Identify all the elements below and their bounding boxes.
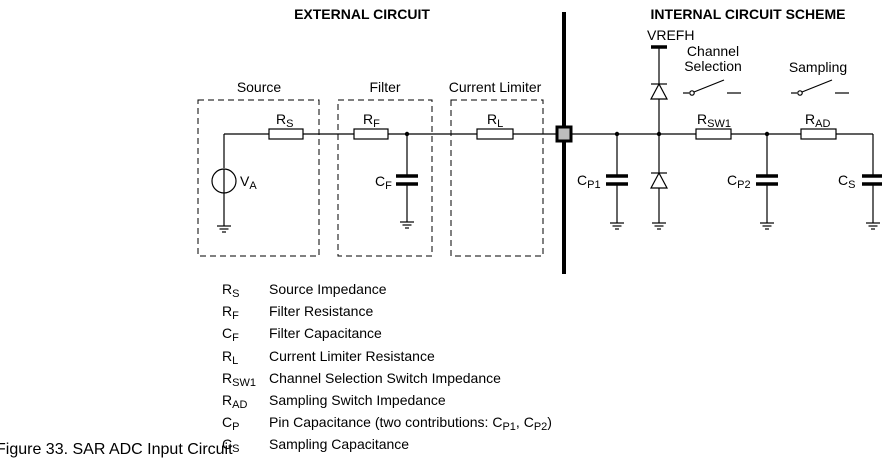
legend-description: Channel Selection Switch Impedance [269, 369, 501, 386]
current-limiter-box [450, 99, 544, 257]
cp1-ground-icon [609, 222, 625, 230]
rsw1-label: RSW1 [697, 111, 731, 130]
legend-row-cf: CF Filter Capacitance [222, 325, 552, 347]
va-voltage-source [211, 134, 237, 226]
legend-symbol: RSW1 [222, 369, 256, 389]
cp2-ground-icon [759, 222, 775, 230]
filter-box [337, 99, 433, 257]
rl-resistor [476, 128, 514, 140]
rs-label: RS [276, 111, 293, 130]
va-label: VA [240, 173, 257, 192]
channel-selection-label-line1: Channel [687, 43, 739, 59]
va-ground-icon [216, 225, 232, 233]
channel-selection-switch-icon [683, 79, 741, 96]
legend: RS Source Impedance RF Filter Resistance… [222, 281, 552, 459]
rf-label: RF [363, 111, 380, 130]
channel-selection-label-line2: Selection [684, 58, 742, 74]
legend-description: Current Limiter Resistance [269, 347, 435, 364]
external-circuit-header: EXTERNAL CIRCUIT [294, 6, 430, 22]
legend-description: Sampling Switch Impedance [269, 392, 446, 409]
legend-symbol: CS [222, 436, 240, 456]
legend-description: Filter Resistance [269, 303, 374, 320]
vrefh-label: VREFH [647, 27, 694, 43]
rad-resistor [800, 128, 837, 140]
legend-symbol: RF [222, 303, 239, 323]
legend-row-cs: CS Sampling Capacitance [222, 436, 552, 458]
figure-caption: Figure 33. SAR ADC Input Circuit [0, 441, 233, 458]
cp1-label: CP1 [577, 172, 601, 191]
cf-capacitor [396, 134, 418, 222]
diode-clamp [650, 45, 668, 223]
rsw1-resistor [695, 128, 732, 140]
legend-row-rad: RAD Sampling Switch Impedance [222, 392, 552, 414]
legend-symbol: CP [222, 414, 240, 434]
rl-label: RL [487, 111, 503, 130]
legend-description: Source Impedance [269, 281, 387, 297]
legend-symbol: RAD [222, 392, 248, 412]
legend-description: Sampling Capacitance [269, 436, 410, 453]
diode-ground-icon [651, 222, 667, 230]
legend-symbol: RS [222, 281, 240, 300]
cf-label: CF [375, 173, 392, 192]
rs-resistor [268, 128, 304, 140]
cs-ground-icon [865, 222, 881, 230]
rad-label: RAD [805, 111, 830, 130]
source-box [197, 99, 320, 257]
cf-ground-icon [399, 221, 415, 229]
source-block-label: Source [237, 79, 282, 95]
legend-symbol: CF [222, 325, 239, 345]
legend-symbol: RL [222, 347, 239, 367]
cp2-label: CP2 [727, 172, 751, 191]
filter-block-label: Filter [369, 79, 400, 95]
sampling-label: Sampling [789, 59, 847, 75]
legend-row-rs: RS Source Impedance [222, 281, 552, 303]
legend-row-rsw1: RSW1 Channel Selection Switch Impedance [222, 370, 552, 392]
cp2-capacitor [756, 134, 778, 223]
legend-row-rf: RF Filter Resistance [222, 303, 552, 325]
legend-row-cp: CP Pin Capacitance (two contributions: C… [222, 414, 552, 436]
legend-description: Filter Capacitance [269, 325, 382, 342]
pin-node [555, 125, 573, 143]
current-limiter-block-label: Current Limiter [449, 79, 542, 95]
cs-capacitor [862, 134, 882, 223]
legend-row-rl: RL Current Limiter Resistance [222, 348, 552, 370]
sampling-switch-icon [791, 79, 849, 96]
rf-resistor [353, 128, 389, 140]
cs-label: CS [838, 172, 855, 191]
internal-circuit-header: INTERNAL CIRCUIT SCHEME [651, 6, 846, 22]
cp1-capacitor [606, 134, 628, 223]
legend-description: Pin Capacitance (two contributions: CP1,… [269, 414, 552, 434]
